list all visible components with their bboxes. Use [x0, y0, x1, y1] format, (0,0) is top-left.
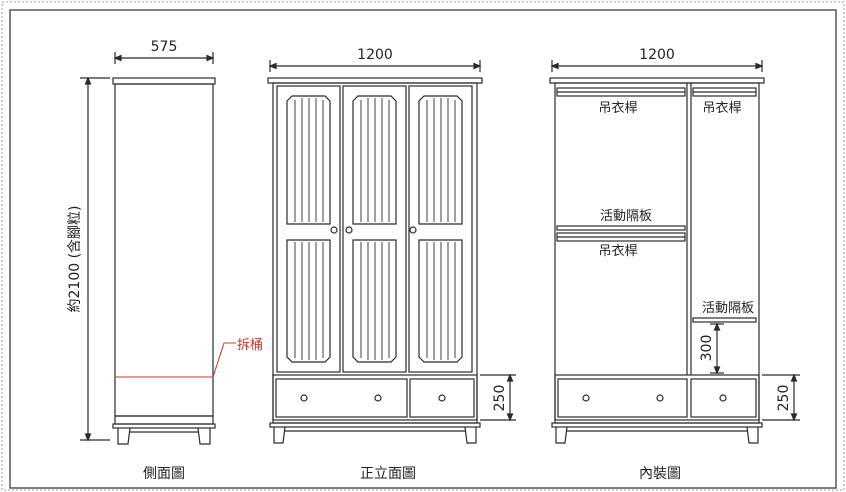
left-lower-rail-label: 吊衣桿 [598, 243, 637, 259]
drawing-frame [9, 9, 837, 489]
front-view [267, 60, 516, 444]
front-width-dim: 1200 [357, 47, 393, 63]
side-view-caption: 側面圖 [143, 466, 185, 482]
left-top-rail-label: 吊衣桿 [598, 100, 637, 116]
right-top-rail-label: 吊衣桿 [702, 100, 741, 116]
front-view-caption: 正立面圖 [360, 466, 416, 482]
cut-label: 拆桶 [237, 338, 263, 353]
interior-width-dim: 1200 [639, 47, 675, 63]
interior-drawer-dim: 250 [776, 385, 792, 412]
interior-view-caption: 內裝圖 [639, 466, 681, 482]
compartment-dim: 300 [699, 335, 715, 362]
shelf-label: 活動隔板 [600, 209, 652, 224]
front-drawer-dim: 250 [492, 385, 508, 412]
side-height-dim: 約2100 (含腳粒) [67, 205, 83, 312]
right-shelf-label: 活動隔板 [702, 301, 754, 316]
side-width-dim: 575 [151, 39, 178, 55]
interior-view [549, 60, 800, 444]
side-view [80, 52, 236, 445]
